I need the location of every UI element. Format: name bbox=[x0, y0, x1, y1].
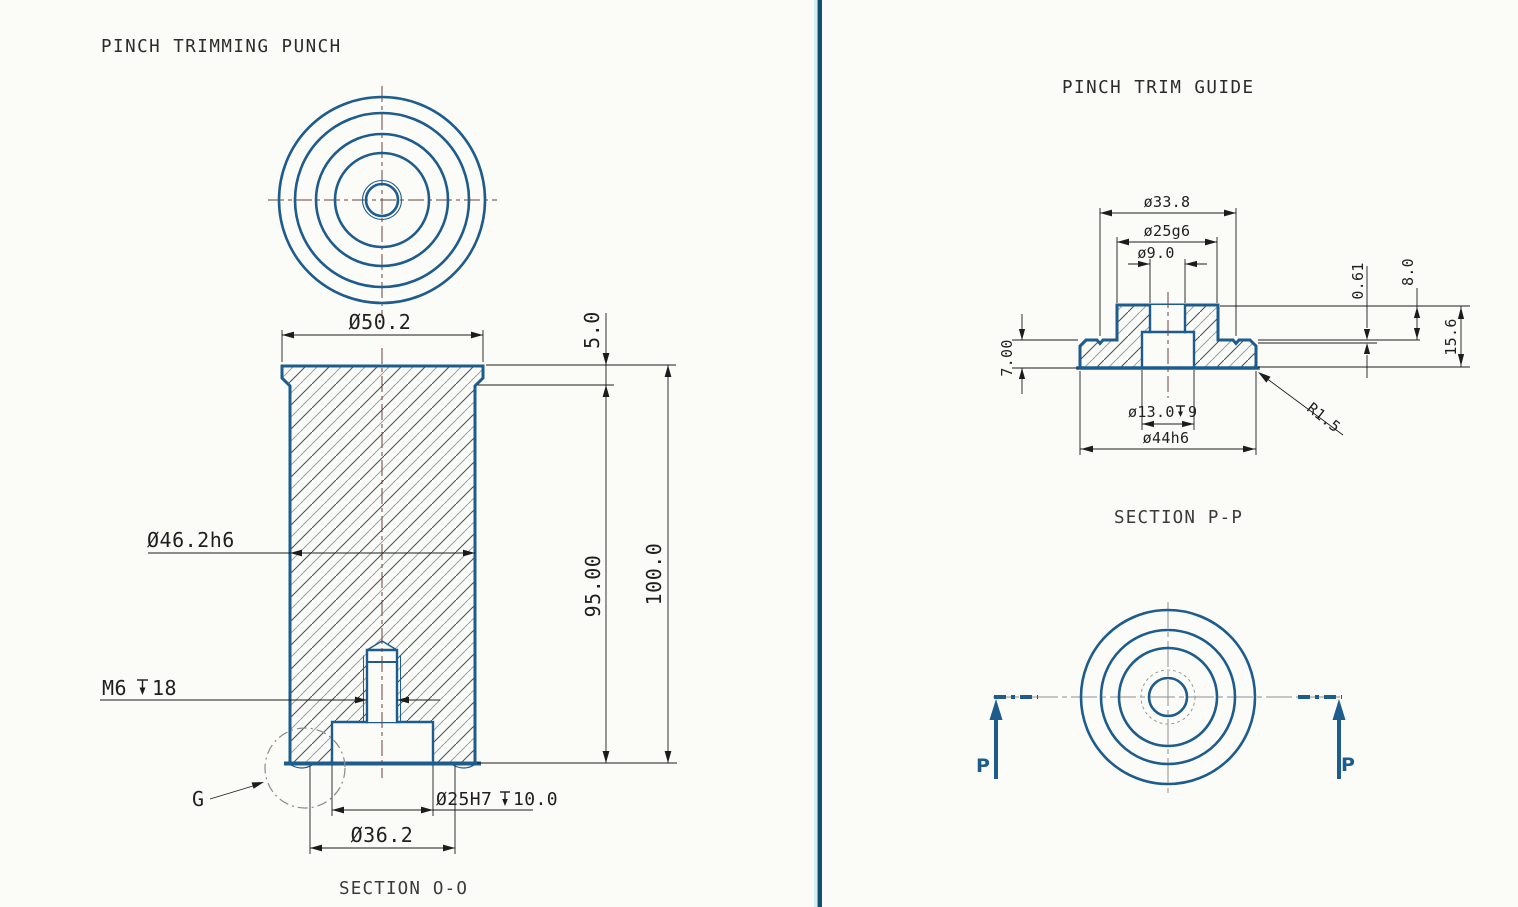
dim-body-length: 95.00 bbox=[581, 555, 605, 618]
divider-line bbox=[817, 0, 822, 907]
punch-plan-recess-circle bbox=[314, 132, 450, 268]
guide-outline bbox=[1078, 303, 1258, 370]
cutting-plane-label-left: P bbox=[976, 755, 990, 777]
cutting-plane-arrow-left-head bbox=[989, 699, 1003, 720]
dim-head-diameter: Ø50.2 bbox=[349, 310, 412, 334]
punch-plan-bore-circle bbox=[333, 151, 431, 249]
depth-symbol-bore bbox=[500, 791, 510, 799]
dim-recess-diameter: Ø36.2 bbox=[351, 823, 414, 847]
dim-counterbore-depth: 9 bbox=[1188, 403, 1197, 421]
depth-symbol-thread bbox=[137, 679, 148, 688]
dim-boss-height: 8.0 bbox=[1399, 258, 1417, 286]
dim-bore-depth: 10.0 bbox=[513, 789, 558, 810]
dim-bore-spec: Ø25H7 bbox=[436, 789, 492, 810]
dim-body-diameter: Ø46.2h6 bbox=[147, 528, 235, 552]
sheet-divider bbox=[814, 0, 822, 907]
guide-plan-hole-circle bbox=[1147, 676, 1189, 718]
divider-glow bbox=[814, 0, 817, 907]
dim-rim-diameter: ø33.8 bbox=[1144, 193, 1191, 211]
guide-dimensions: ø33.8 ø25g6 ø9.0 0 bbox=[998, 193, 1470, 455]
guide-hole-fill bbox=[1150, 305, 1185, 332]
guide-section-hatch bbox=[1080, 305, 1256, 368]
guide-plan-view: P P bbox=[976, 602, 1355, 794]
punch-plan-thread-crest-circle bbox=[361, 179, 403, 221]
detail-circle-g bbox=[264, 727, 346, 809]
detail-label-g: G bbox=[192, 787, 205, 811]
punch-dimensions: Ø50.2 5.0 95.00 100.0 Ø46.2h6 bbox=[100, 310, 677, 854]
punch-relief-left bbox=[290, 764, 313, 769]
dim-step-depth: 0.61 bbox=[1349, 262, 1367, 299]
dim-thread-depth: 18 bbox=[152, 676, 177, 700]
punch-view: PINCH TRIMMING PUNCH bbox=[100, 37, 677, 899]
dim-flange-diameter: ø44h6 bbox=[1143, 429, 1190, 447]
guide-title: PINCH TRIM GUIDE bbox=[1062, 78, 1255, 98]
guide-view: PINCH TRIM GUIDE ø33.8 bbox=[976, 78, 1470, 794]
dim-boss-diameter: ø25g6 bbox=[1144, 222, 1191, 240]
dim-hole-diameter: ø9.0 bbox=[1137, 244, 1174, 262]
dim-overall-length: 100.0 bbox=[642, 543, 666, 606]
punch-plan-view bbox=[268, 86, 497, 318]
punch-thread-hole-fill bbox=[367, 641, 397, 722]
guide-plan-counterbore-hidden-circle bbox=[1140, 669, 1196, 725]
dim-overall-height: 15.6 bbox=[1442, 318, 1460, 355]
dim-flange-thickness: 7.00 bbox=[998, 339, 1016, 376]
cutting-plane-p-p: P P bbox=[976, 695, 1355, 779]
punch-relief-right bbox=[452, 764, 475, 769]
punch-section-view bbox=[280, 348, 485, 778]
guide-plan-rim-circle bbox=[1099, 628, 1237, 766]
punch-plan-body-circle bbox=[293, 111, 471, 289]
dim-counterbore-diameter: ø13.0 bbox=[1128, 403, 1175, 421]
guide-plan-flange-circle bbox=[1079, 608, 1257, 786]
cutting-plane-arrow-right-head bbox=[1332, 699, 1346, 720]
dim-thread-spec: M6 bbox=[102, 676, 127, 700]
punch-title: PINCH TRIMMING PUNCH bbox=[101, 37, 342, 57]
cutting-plane-label-right: P bbox=[1341, 754, 1355, 776]
punch-plan-outer-circle bbox=[277, 95, 487, 305]
guide-section-view bbox=[1076, 292, 1260, 398]
guide-section-label: SECTION P-P bbox=[1114, 508, 1243, 528]
guide-hole-outline bbox=[1148, 303, 1187, 334]
depth-symbol-counterbore bbox=[1176, 405, 1185, 412]
punch-section-label: SECTION O-O bbox=[339, 879, 468, 899]
dim-head-height: 5.0 bbox=[580, 311, 604, 349]
punch-plan-thread-hole-circle bbox=[364, 182, 400, 218]
guide-plan-boss-circle bbox=[1117, 646, 1219, 748]
